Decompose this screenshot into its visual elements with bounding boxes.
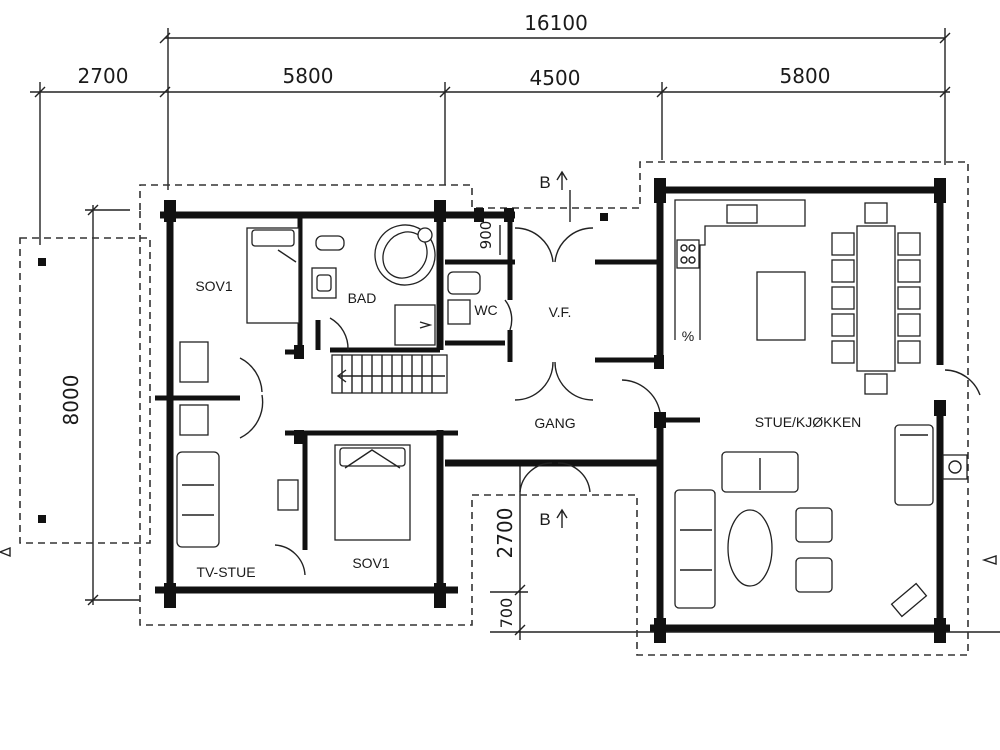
dim-total-width: 16100 <box>524 11 588 35</box>
room-label-sov1-bottom: SOV1 <box>352 555 390 571</box>
room-label-bad: BAD <box>348 290 377 306</box>
dashed-outlines <box>19 161 969 656</box>
room-label-stue-kjokken: STUE/KJØKKEN <box>755 414 862 430</box>
staircase <box>331 354 448 394</box>
dim-seg-2: 4500 <box>530 66 581 90</box>
dim-seg-left: 2700 <box>78 64 129 88</box>
dim-depth: 8000 <box>59 375 83 426</box>
tv-room-furniture <box>176 444 411 548</box>
bathroom-furniture <box>311 224 481 346</box>
bedroom-top-furniture <box>179 227 300 436</box>
dim-seg-3: 5800 <box>780 64 831 88</box>
kitchen-living-furniture: % <box>674 199 968 618</box>
dim-seg-1: 5800 <box>283 64 334 88</box>
room-labels: SOV1 BAD WC V.F. GANG STUE/KJØKKEN TV-ST… <box>195 278 861 580</box>
dimension-lines <box>30 28 1000 640</box>
doors <box>239 227 981 576</box>
dim-porch-offset: 700 <box>497 598 516 629</box>
section-mark-bottom: B <box>539 510 550 529</box>
section-marks: B B <box>0 170 997 565</box>
room-label-wc: WC <box>474 302 497 318</box>
room-label-vf: V.F. <box>549 304 572 320</box>
dim-porch-depth: 2700 <box>493 508 517 559</box>
room-label-gang: GANG <box>534 415 575 431</box>
room-label-sov1-top: SOV1 <box>195 278 233 294</box>
dimension-labels: 16100 2700 5800 4500 5800 8000 2700 700 … <box>59 11 830 628</box>
room-label-tv-stue: TV-STUE <box>196 564 255 580</box>
dim-corridor: 900 <box>477 221 495 250</box>
section-mark-top: B <box>539 173 550 192</box>
appliance-percent-symbol: % <box>682 328 694 344</box>
interior-walls <box>155 215 700 590</box>
